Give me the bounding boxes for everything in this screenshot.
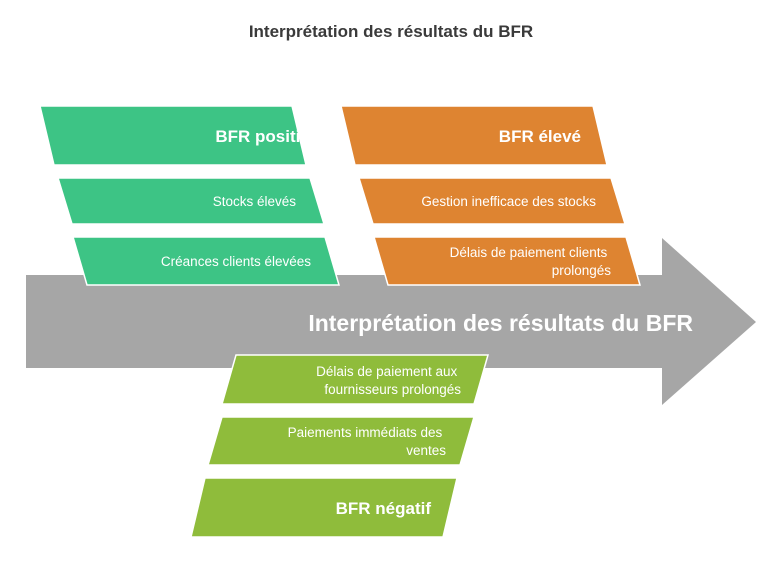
delais-fournisseurs-box	[221, 354, 489, 405]
creances-clients-box	[72, 236, 340, 286]
delais-clients-box	[373, 236, 641, 286]
delais-fournisseurs-label: Délais de paiement aux fournisseurs prol…	[316, 364, 461, 397]
bfr-positif-header: BFR positif	[215, 127, 306, 146]
gestion-stocks-label: Gestion inefficace des stocks	[421, 194, 596, 209]
bfr-negatif-header-box	[190, 477, 458, 538]
paiements-immediats-label: Paiements immédiats des ventes	[288, 425, 447, 458]
spine-label: Interprétation des résultats du BFR	[308, 310, 693, 336]
bfr-eleve-header-box	[340, 105, 608, 166]
bfr-eleve-header: BFR élevé	[499, 127, 581, 146]
bfr-negatif-header: BFR négatif	[336, 499, 432, 518]
bfr-positif-header-box	[39, 105, 307, 166]
stocks-eleves-label: Stocks élevés	[213, 194, 297, 209]
delais-clients-line-2: prolongés	[552, 263, 612, 278]
delais-clients-label: Délais de paiement clients prolongés	[450, 245, 612, 278]
page-title: Interprétation des résultats du BFR	[248, 22, 534, 41]
paiements-immediats-line-1: Paiements immédiats des	[288, 425, 443, 440]
delais-fournisseurs-line-2: fournisseurs prolongés	[324, 382, 461, 397]
delais-clients-line-1: Délais de paiement clients	[450, 245, 608, 260]
delais-fournisseurs-line-1: Délais de paiement aux	[316, 364, 457, 379]
paiements-immediats-line-2: ventes	[406, 443, 446, 458]
gestion-stocks-box	[357, 177, 627, 225]
stocks-eleves-box	[56, 177, 326, 225]
creances-clients-label: Créances clients élevées	[161, 254, 311, 269]
paiements-immediats-box	[207, 416, 475, 466]
